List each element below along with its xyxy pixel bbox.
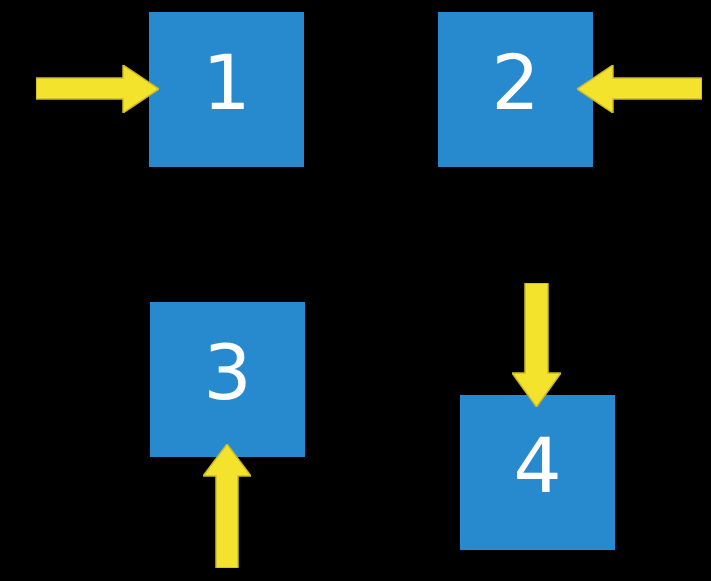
box-4-label: 4 [513,420,562,510]
box-4: 4 [460,395,615,550]
arrow-right-icon [36,65,159,113]
box-2: 2 [438,12,593,167]
box-3: 3 [150,302,305,457]
arrow-left-shape [577,65,702,113]
arrow-up-icon [203,444,251,568]
box-1-label: 1 [202,37,251,127]
arrow-left-icon [577,65,702,113]
arrow-right-shape [36,65,159,113]
box-1: 1 [149,12,304,167]
arrow-down-shape [512,283,561,407]
arrow-up-shape [203,444,251,568]
arrow-down-icon [512,283,561,407]
box-3-label: 3 [203,327,252,417]
box-2-label: 2 [491,37,540,127]
